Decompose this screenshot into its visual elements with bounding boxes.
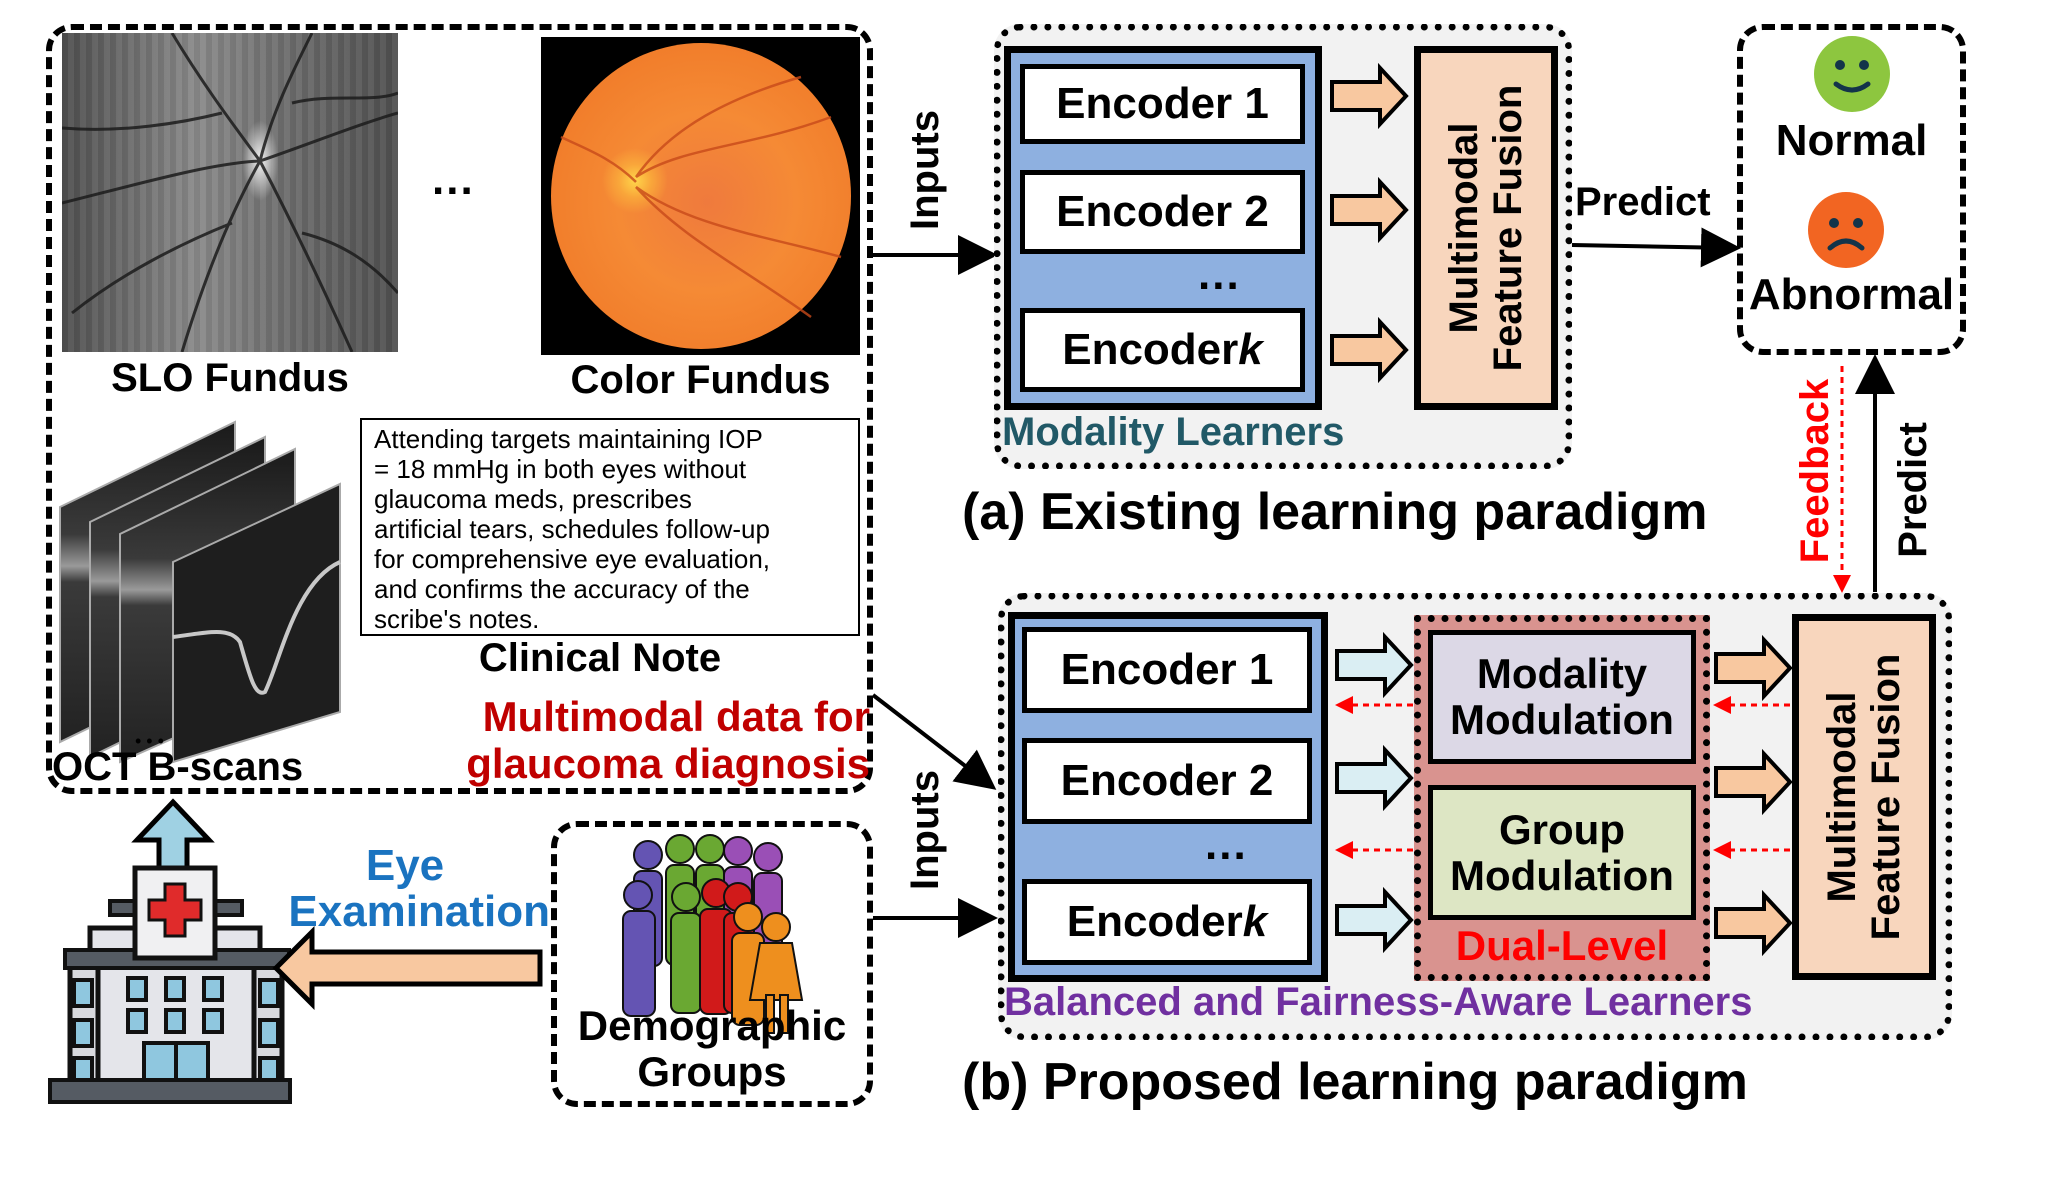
- multimodal-data-title: Multimodal data for glaucoma diagnosis: [400, 693, 870, 787]
- modality-learners-label: Modality Learners: [1002, 410, 1345, 454]
- existing-predict-label: Predict: [1575, 180, 1711, 224]
- proposed-arrow-out-1: [1714, 634, 1793, 702]
- color-fundus-image: [541, 37, 860, 355]
- existing-encoder-k: Encoder k: [1020, 308, 1305, 392]
- proposed-fusion-line1: Multimodal: [1820, 691, 1864, 903]
- prediction-outputs-panel: [1737, 24, 1966, 355]
- balanced-fairness-learners-label: Balanced and Fairness-Aware Learners: [1004, 980, 1753, 1024]
- demographic-groups-panel: [551, 821, 873, 1107]
- eye-examination-line2: Examination: [288, 887, 550, 936]
- proposed-encoder-ellipsis: ...: [1205, 820, 1248, 869]
- existing-arrow-k: [1330, 316, 1409, 384]
- more-modalities-ellipsis: ...: [432, 155, 475, 204]
- dual-level-label: Dual-Level: [1455, 922, 1669, 969]
- multimodal-data-title-line2: glaucoma diagnosis: [466, 740, 870, 787]
- hospital-icon: [48, 865, 292, 1104]
- existing-encoder-1: Encoder 1: [1020, 64, 1305, 144]
- slo-fundus-label: SLO Fundus: [111, 356, 349, 400]
- existing-arrow-2: [1330, 176, 1409, 244]
- proposed-encoder-k: Encoder k: [1022, 879, 1312, 965]
- demographic-groups-line2: Groups: [637, 1048, 787, 1095]
- fundus-vessels: [560, 75, 842, 319]
- demographic-groups-line1: Demographic: [577, 1002, 847, 1049]
- proposed-arrow-out-2: [1714, 748, 1793, 816]
- modality-modulation-line2: Modulation: [1450, 696, 1674, 743]
- slo-vessels: [62, 33, 398, 352]
- multimodal-data-panel: [46, 24, 873, 794]
- proposed-arrow-out-3: [1714, 889, 1793, 957]
- predict-arrow-existing: [1571, 227, 1741, 268]
- multimodal-data-title-line1: Multimodal data for: [482, 693, 870, 740]
- inputs-arrow-proposed-data: [871, 693, 997, 790]
- oct-dots: • • •: [135, 731, 164, 751]
- group-modulation-box: Group Modulation: [1428, 785, 1696, 920]
- clinical-note-line: scribe's notes.: [374, 604, 540, 634]
- abnormal-label: Abnormal: [1748, 270, 1955, 319]
- group-modulation-line1: Group: [1499, 805, 1625, 853]
- oct-cup: [172, 560, 341, 695]
- existing-encoder-2: Encoder 2: [1020, 170, 1305, 254]
- clinical-note-label: Clinical Note: [478, 636, 722, 680]
- demographics-to-hospital-arrow: [272, 925, 543, 1011]
- slo-fundus-image: [62, 33, 398, 352]
- proposed-feature-fusion: Multimodal Feature Fusion: [1792, 614, 1936, 980]
- eye-examination-line1: Eye: [365, 841, 445, 890]
- encoder-index-k: k: [1242, 897, 1268, 946]
- existing-feature-fusion: Multimodal Feature Fusion: [1414, 46, 1558, 410]
- fundus-disc: [551, 43, 851, 349]
- color-fundus-label: Color Fundus: [570, 358, 831, 402]
- oct-bscans-image: • • •: [59, 420, 341, 764]
- proposed-arrow-in-k: [1335, 886, 1414, 954]
- proposed-encoder-2: Encoder 2: [1022, 738, 1312, 824]
- proposed-encoder-1: Encoder 1: [1022, 627, 1312, 713]
- demographic-groups-label: Demographic Groups: [551, 1003, 873, 1095]
- people-group-icon: [622, 834, 804, 1034]
- existing-paradigm-caption: (a) Existing learning paradigm: [962, 483, 1708, 541]
- encoder-index-k: k: [1238, 325, 1263, 374]
- clinical-note-line: for comprehensive eye evaluation,: [374, 544, 771, 574]
- proposed-feature-fusion-label: Multimodal Feature Fusion: [1820, 654, 1908, 941]
- abnormal-sad-icon: [1808, 192, 1884, 268]
- oct-slice-front: [172, 482, 341, 764]
- normal-smiley-icon: [1814, 36, 1890, 112]
- eye-examination-label: Eye Examination: [260, 843, 550, 935]
- clinical-note-line: Attending targets maintaining IOP: [374, 424, 763, 454]
- existing-arrow-1: [1330, 62, 1409, 130]
- oct-bscans-label: OCT B-scans: [52, 745, 304, 789]
- proposed-arrow-in-2: [1335, 744, 1414, 812]
- existing-encoder-ellipsis: ...: [1198, 250, 1241, 299]
- clinical-note-line: and confirms the accuracy of the: [374, 574, 750, 604]
- clinical-note-line: artificial tears, schedules follow-up: [374, 514, 770, 544]
- proposed-paradigm-caption: (b) Proposed learning paradigm: [962, 1053, 1748, 1111]
- group-modulation-line2: Modulation: [1450, 851, 1674, 899]
- proposed-fusion-line2: Feature Fusion: [1864, 653, 1908, 941]
- modality-modulation-line1: Modality: [1476, 650, 1648, 697]
- clinical-note-line: glaucoma meds, prescribes: [374, 484, 692, 514]
- clinical-note-box: Attending targets maintaining IOP = 18 m…: [360, 418, 860, 636]
- modality-modulation-box: Modality Modulation: [1428, 630, 1696, 764]
- proposed-arrow-in-1: [1335, 631, 1414, 699]
- normal-label: Normal: [1775, 116, 1928, 165]
- clinical-note-line: = 18 mmHg in both eyes without: [374, 454, 747, 484]
